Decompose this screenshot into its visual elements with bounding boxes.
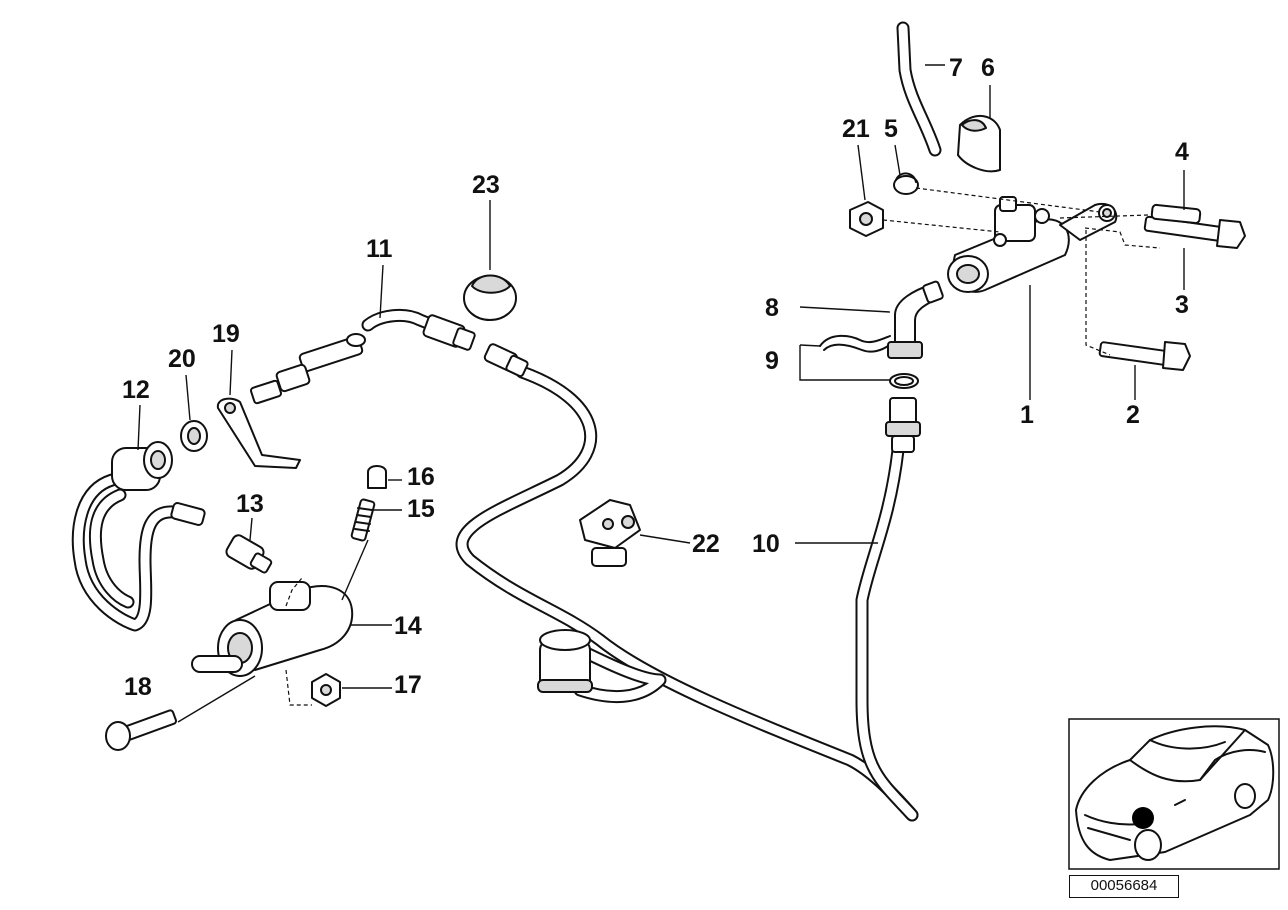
hose-11 — [361, 308, 476, 351]
car-location-inset — [1068, 718, 1280, 870]
callout-6: 6 — [981, 54, 995, 82]
nut-21 — [849, 201, 884, 237]
pin-4 — [1150, 203, 1202, 225]
damper-12 — [71, 441, 206, 632]
callout-15: 15 — [407, 495, 435, 523]
location-marker — [1132, 807, 1154, 829]
clip-5 — [893, 172, 919, 195]
callout-22: 22 — [692, 530, 720, 558]
callout-8: 8 — [765, 294, 779, 322]
callout-16: 16 — [407, 463, 435, 491]
callout-23: 23 — [472, 171, 500, 199]
callout-10: 10 — [752, 530, 780, 558]
boot-6 — [957, 115, 1001, 173]
callout-19: 19 — [212, 320, 240, 348]
callout-7: 7 — [949, 54, 963, 82]
callout-20: 20 — [168, 345, 196, 373]
pipe-grommet — [537, 629, 593, 693]
callout-2: 2 — [1126, 401, 1140, 429]
bolt-2 — [1098, 341, 1191, 371]
bolt-18 — [105, 709, 177, 751]
pipe-fitting-left — [483, 343, 529, 378]
callout-1: 1 — [1020, 401, 1034, 429]
bleeder-15 — [350, 498, 376, 542]
pipe-fitting-right — [885, 397, 921, 453]
master-cylinder — [947, 196, 1118, 293]
fitting-13 — [225, 534, 273, 574]
callout-3: 3 — [1175, 291, 1189, 319]
callout-4: 4 — [1175, 138, 1189, 166]
clutch-pipe — [455, 365, 919, 822]
bolt-3 — [1143, 215, 1246, 249]
callout-5: 5 — [884, 115, 898, 143]
clip-9 — [819, 334, 919, 389]
callout-labels: 1 2 3 4 5 6 7 8 9 10 11 12 13 14 15 16 1… — [122, 54, 1189, 701]
cap-16 — [367, 465, 387, 489]
callout-17: 17 — [394, 671, 422, 699]
callout-11: 11 — [366, 235, 393, 263]
callout-18: 18 — [124, 673, 152, 701]
cap-23 — [463, 274, 517, 321]
hose-7 — [896, 21, 942, 157]
slave-cylinder-14 — [191, 581, 354, 677]
elbow-connector-8 — [887, 280, 944, 359]
callout-21: 21 — [842, 115, 870, 143]
nut-17 — [311, 673, 341, 707]
callout-12: 12 — [122, 376, 150, 404]
car-outline-icon — [1075, 725, 1275, 861]
callout-13: 13 — [236, 490, 264, 518]
callout-14: 14 — [394, 612, 422, 640]
grommet-20 — [180, 420, 208, 452]
leader-lines — [137, 64, 1185, 723]
mount-22 — [579, 499, 641, 567]
bracket-19 — [216, 397, 301, 469]
callout-9: 9 — [765, 347, 779, 375]
diagram-id-label: 00056684 — [1069, 875, 1179, 898]
hose-connector — [249, 333, 366, 405]
